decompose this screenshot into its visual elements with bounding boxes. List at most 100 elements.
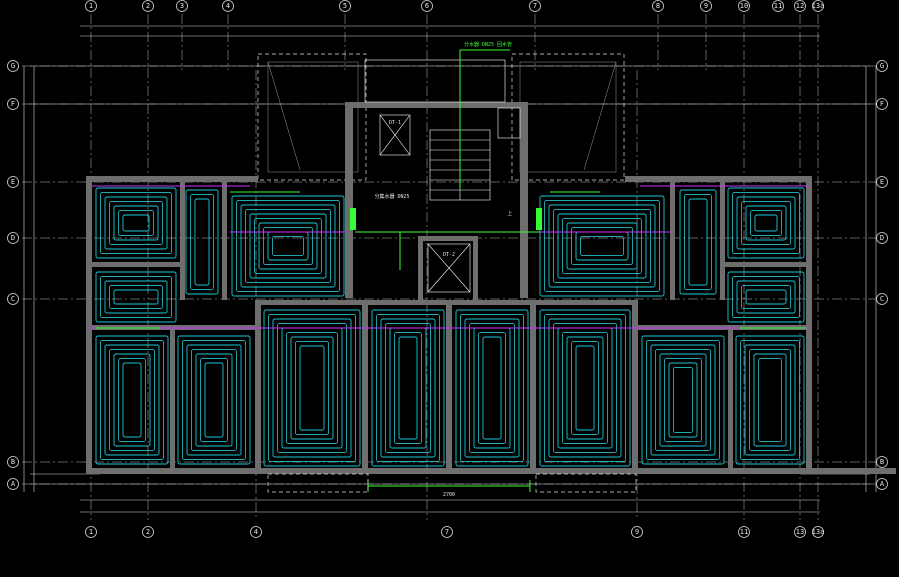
grid-bubbles-top: 1 2 3 4 5 6 7 8 9 10 11 12 13a	[85, 0, 824, 12]
grid-label-left: A	[11, 480, 16, 488]
heating-pipe-loop	[557, 213, 647, 279]
heating-pipe-loop	[104, 196, 168, 250]
grid-label-bottom: 13a	[812, 528, 825, 536]
heating-pipe-loop	[646, 340, 720, 460]
heating-pipe-loop	[113, 289, 159, 305]
heating-pipe-loop	[544, 200, 660, 292]
grid-label-left: E	[11, 178, 15, 186]
heating-pipe-loop	[380, 318, 436, 458]
heating-pipe-loop	[95, 271, 177, 323]
grid-label-left: B	[11, 458, 15, 466]
heating-pipe-loop	[118, 210, 154, 236]
corridor-note: 分集水器 DN25	[374, 193, 409, 200]
heating-pipe-loop	[185, 189, 219, 295]
heating-pipe-loop	[575, 345, 595, 431]
grid-label-bottom: 1	[89, 528, 93, 536]
grid-label-top: 8	[656, 2, 660, 10]
heating-pipe-loop	[544, 314, 626, 462]
heating-pipe-loop	[478, 332, 506, 444]
heating-pipe-loop	[100, 192, 172, 254]
elevator-2-label: DT-2	[443, 252, 455, 258]
heating-pipe-loop	[566, 222, 638, 270]
heating-pipe-loop	[758, 358, 782, 442]
heating-pipe-loop	[104, 280, 168, 314]
heating-pipe-loop	[566, 336, 604, 440]
heating-pipe-loop	[191, 349, 237, 451]
heating-pipe-loop	[263, 309, 361, 467]
heating-pipe-loop	[268, 314, 356, 462]
heating-pipe-loop	[571, 227, 633, 265]
heating-pipe-loop	[641, 335, 725, 465]
exterior-walls	[86, 176, 896, 474]
heating-pipe-loop	[727, 187, 805, 259]
heating-pipe-loop	[539, 309, 631, 467]
heating-pipe-loop	[286, 332, 338, 444]
heating-pipe-loop	[231, 195, 345, 297]
heating-pipe-loop	[236, 200, 340, 292]
heating-pipe-loop	[482, 336, 502, 440]
grid-label-top: 3	[180, 2, 184, 10]
heating-pipe-loop	[195, 353, 233, 447]
bottom-balconies	[267, 473, 637, 493]
heating-pipe-loop	[754, 214, 778, 232]
heating-pipe-loop	[190, 194, 214, 290]
grid-bubbles-right: G F E D C B A	[876, 60, 888, 490]
grid-label-right: G	[880, 62, 884, 70]
heating-pipe-loop	[744, 344, 796, 456]
grid-label-right: B	[880, 458, 884, 466]
heating-pipe-loop	[290, 336, 334, 440]
grid-label-bottom: 13	[796, 528, 804, 536]
grid-label-right: D	[880, 234, 884, 242]
grid-label-bottom: 7	[445, 528, 449, 536]
heating-pipe-loop	[299, 345, 325, 431]
heating-pipe-loop	[727, 271, 805, 323]
heating-pipe-loop	[741, 201, 791, 245]
heating-pipe-loop	[749, 349, 791, 451]
heating-pipe-loop	[277, 323, 347, 453]
elevator-1-label: DT-1	[389, 120, 401, 126]
heating-pipe-loop	[113, 353, 151, 447]
grid-label-bottom: 11	[740, 528, 748, 536]
heating-pipe-loop	[109, 201, 163, 245]
grid-label-left: C	[11, 295, 15, 303]
heating-pipe-loop	[664, 358, 702, 442]
heating-pipe-loop	[398, 336, 418, 440]
heating-pipe-loop	[376, 314, 440, 462]
grid-label-right: E	[880, 178, 884, 186]
grid-label-top: 7	[533, 2, 537, 10]
heating-pipe-loop	[539, 195, 665, 297]
heating-pipe-loop	[122, 214, 150, 232]
manifold-right	[536, 208, 542, 230]
heating-pipe-loop	[736, 280, 796, 314]
grid-label-top: 11	[774, 2, 782, 10]
heating-pipe-loop	[548, 204, 656, 288]
grid-label-bottom: 2	[146, 528, 150, 536]
heating-pipe-loop	[548, 318, 622, 458]
heating-pipe-loop	[659, 353, 707, 447]
heating-pipe-loop	[272, 236, 304, 256]
grid-label-bottom: 4	[254, 528, 258, 536]
heating-pipe-loop	[254, 218, 322, 274]
heating-pipe-loop	[753, 353, 787, 447]
heating-pipe-loop	[741, 285, 791, 309]
grid-label-top: 1	[89, 2, 93, 10]
heating-pipe-loop	[113, 205, 159, 241]
heating-pipe-loop	[464, 318, 520, 458]
grid-label-left: D	[11, 234, 15, 242]
heating-pipe-loop	[469, 323, 515, 453]
heating-pipe-loop	[553, 209, 651, 283]
grid-label-top: 4	[226, 2, 230, 10]
heating-pipe-loop	[679, 189, 717, 295]
stair-up-label: 上	[507, 210, 512, 217]
heating-pipe-loop	[394, 332, 422, 444]
heating-pipe-loop	[655, 349, 711, 451]
heating-pipe-loop	[200, 358, 228, 442]
heating-pipe-loop	[95, 335, 169, 465]
grid-bubbles-bottom: 1 2 4 7 9 11 13 13a	[85, 526, 825, 538]
heating-pipe-loop	[732, 276, 800, 318]
grid-label-right: A	[880, 480, 885, 488]
heating-pipe-loop	[735, 335, 805, 465]
heating-pipe-loop	[460, 314, 524, 462]
